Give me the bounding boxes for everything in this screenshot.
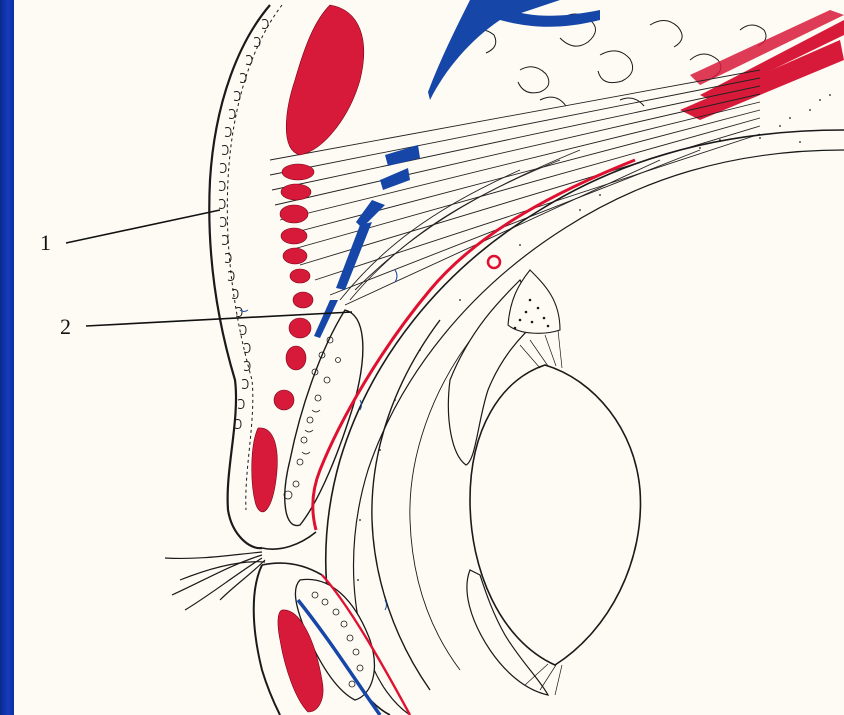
palpebral-vein (314, 145, 420, 338)
tarsal-plate (285, 310, 363, 526)
label-1: 1 (40, 230, 51, 255)
eyelashes (165, 552, 265, 610)
dermis-line (227, 5, 282, 510)
lower-eyelid-margin (262, 563, 322, 575)
vessel-cross-section (488, 256, 500, 268)
skin-papillae (219, 20, 268, 429)
label-1-leader (66, 210, 220, 243)
cornea (372, 320, 440, 690)
ciliary-body (508, 270, 560, 333)
levator-muscle (680, 10, 844, 120)
lower-eyelid-skin (254, 565, 280, 715)
label-2: 2 (60, 314, 71, 339)
superior-vein (428, 0, 560, 100)
upper-lid-margin (262, 532, 316, 549)
